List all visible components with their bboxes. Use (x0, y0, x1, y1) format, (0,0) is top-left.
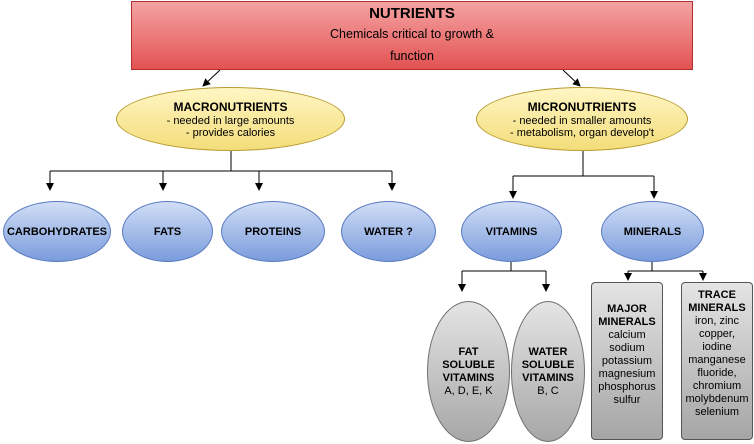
trace-mineral-item: iron, zinc (694, 315, 740, 327)
trace-mineral-item: chromium (692, 380, 742, 392)
trace-minerals-title-line: MINERALS (688, 302, 746, 314)
trace-mineral-item: copper, (698, 328, 736, 340)
vitamins-label: VITAMINS (485, 225, 538, 238)
edge-root-micro (562, 69, 581, 87)
major-mineral-item: sodium (609, 342, 645, 354)
fat-soluble-title-line: FAT (458, 345, 479, 358)
major-mineral-item: potassium (601, 355, 653, 367)
trace-mineral-item: fluoride, (697, 367, 737, 379)
major-mineral-item: sulfur (613, 394, 641, 406)
major-minerals-title-line: MAJOR (607, 303, 647, 315)
fats-node: FATS (122, 201, 213, 262)
water-label: WATER ? (364, 225, 413, 238)
trace-mineral-item: manganese (688, 354, 746, 366)
major-mineral-item: magnesium (598, 368, 656, 380)
water-soluble-vitamins-node: WATER SOLUBLE VITAMINS B, C (511, 301, 585, 442)
fat-soluble-title-line: VITAMINS (442, 371, 495, 384)
proteins-label: PROTEINS (244, 225, 302, 238)
trace-minerals-node: TRACE MINERALS iron, zinc copper, iodine… (681, 282, 753, 440)
water-soluble-title-line: VITAMINS (522, 371, 574, 384)
proteins-node: PROTEINS (221, 201, 325, 262)
root-title: NUTRIENTS (369, 4, 455, 22)
water-soluble-title-line: SOLUBLE (521, 358, 575, 371)
fat-soluble-items: A, D, E, K (444, 384, 493, 397)
macro-line: - provides calories (185, 126, 276, 139)
macro-title: MACRONUTRIENTS (173, 99, 288, 114)
minerals-node: MINERALS (601, 201, 704, 262)
edge-mineral-children (624, 262, 707, 281)
fats-label: FATS (153, 225, 182, 238)
vitamins-node: VITAMINS (461, 201, 562, 262)
micro-title: MICRONUTRIENTS (527, 99, 637, 114)
major-minerals-node: MAJOR MINERALS calcium sodium potassium … (591, 282, 663, 440)
edge-micro-children (509, 151, 658, 199)
edge-macro-children (46, 151, 396, 191)
water-node: WATER ? (341, 201, 436, 262)
major-mineral-item: phosphorus (598, 381, 656, 393)
fat-soluble-title-line: SOLUBLE (442, 358, 495, 371)
trace-mineral-item: selenium (694, 406, 740, 418)
minerals-label: MINERALS (623, 225, 682, 238)
edge-vitamin-children (458, 262, 550, 292)
carbohydrates-label: CARBOHYDRATES (6, 225, 108, 238)
macronutrients-node: MACRONUTRIENTS - needed in large amounts… (116, 87, 345, 151)
trace-mineral-item: molybdenum (685, 393, 749, 405)
carbohydrates-node: CARBOHYDRATES (3, 201, 111, 262)
micro-line: - needed in smaller amounts (512, 114, 652, 127)
trace-minerals-title-line: TRACE (698, 289, 736, 301)
major-mineral-item: calcium (608, 329, 646, 341)
nutrients-root-node: NUTRIENTS Chemicals critical to growth &… (131, 1, 693, 70)
root-subtitle: Chemicals critical to growth & function (330, 26, 494, 63)
water-soluble-title-line: WATER (528, 345, 568, 358)
edge-root-macro (202, 69, 221, 87)
trace-mineral-item: iodine (702, 341, 732, 353)
micronutrients-node: MICRONUTRIENTS - needed in smaller amoun… (476, 87, 688, 151)
major-minerals-title-line: MINERALS (598, 316, 656, 328)
fat-soluble-vitamins-node: FAT SOLUBLE VITAMINS A, D, E, K (427, 301, 510, 442)
water-soluble-items: B, C (537, 384, 559, 397)
micro-line: - metabolism, organ develop't (510, 126, 654, 139)
macro-line: - needed in large amounts (166, 114, 295, 127)
